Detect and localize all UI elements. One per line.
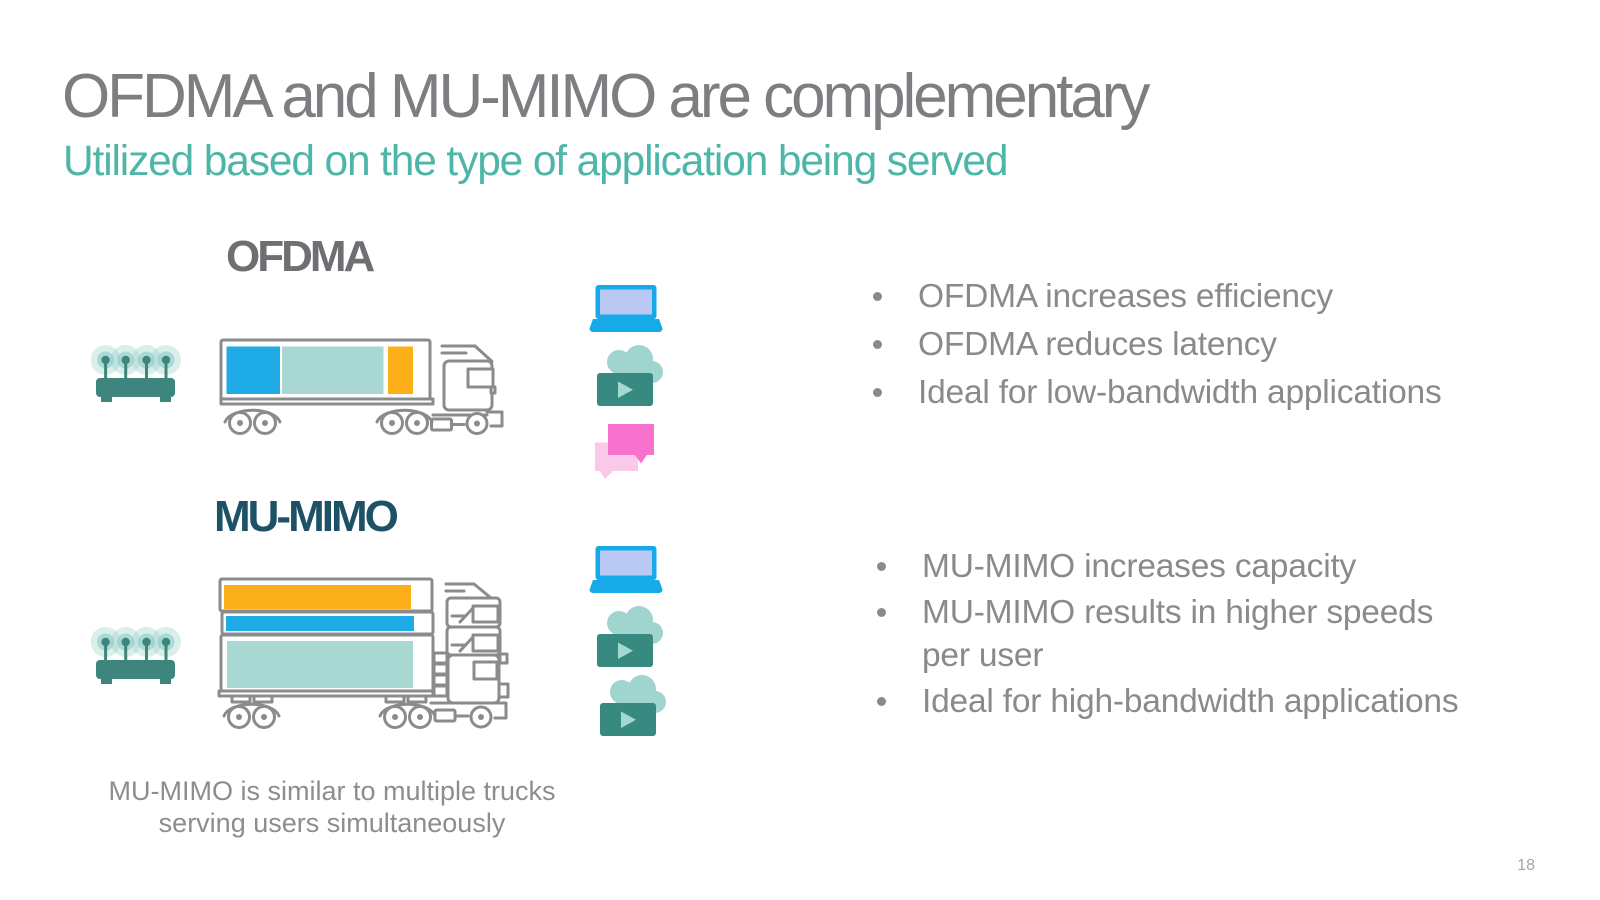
laptop-screen [600, 289, 652, 315]
fender [375, 408, 434, 424]
chat-bubble-front [608, 424, 654, 464]
cab-roof [472, 582, 493, 600]
trailer-rail [219, 397, 435, 406]
laptop-base [589, 580, 663, 593]
cab-mirror [489, 385, 497, 395]
wheels [227, 705, 493, 729]
bullet-item: MU-MIMO results in higher speeds per use… [877, 591, 1465, 677]
video-cloud-icon [600, 675, 666, 736]
cargo-bar-orange [224, 585, 411, 609]
wifi-router-icon [90, 627, 181, 684]
fender [378, 702, 437, 718]
bullet-item: Ideal for low-bandwidth applications [873, 371, 1461, 414]
cargo-block-teal [282, 346, 384, 394]
bullet-item: MU-MIMO increases capacity [877, 545, 1465, 588]
bullet-item: OFDMA increases efficiency [873, 275, 1461, 318]
cab-top [445, 596, 502, 629]
cab-middle [445, 625, 509, 665]
router-antennas [101, 637, 171, 662]
slide-subtitle: Utilized based on the type of applicatio… [63, 138, 1009, 185]
mumimo-bullet-list: MU-MIMO increases capacity MU-MIMO resul… [877, 545, 1465, 726]
truck-icon [219, 338, 504, 435]
play-icon [618, 381, 633, 398]
router-foot [160, 397, 171, 402]
speed-lines [444, 582, 476, 593]
cargo-bar-blue [226, 616, 414, 631]
chat-bubbles-icon [595, 424, 654, 479]
play-icon [621, 711, 636, 728]
stacked-trucks-icon [217, 577, 510, 729]
ofdma-bullet-list: OFDMA increases efficiency OFDMA reduces… [873, 275, 1461, 419]
cab-bumper [485, 410, 504, 428]
cab-ladder [432, 651, 449, 698]
cargo-bar-teal [227, 641, 413, 688]
bullet-text: MU-MIMO increases capacity [922, 548, 1357, 585]
laptop-icon [589, 285, 663, 332]
fender [222, 702, 281, 718]
bullet-marker [877, 608, 886, 617]
fuel-tank [433, 708, 457, 723]
bullet-marker [873, 340, 882, 349]
wheels [228, 411, 489, 435]
bullet-item: OFDMA reduces latency [873, 323, 1461, 366]
bullet-text: MU-MIMO results in higher speeds per use… [922, 594, 1434, 674]
wifi-router-icon [90, 345, 181, 402]
bullet-item: Ideal for high-bandwidth applications [877, 680, 1465, 723]
cab-bumper [490, 701, 508, 720]
play-icon [618, 642, 633, 659]
slide-title: OFDMA and MU-MIMO are complementary [62, 62, 1150, 131]
fuel-tank [430, 417, 453, 432]
page-number: 18 [1517, 857, 1535, 874]
cab-bottom [446, 653, 510, 705]
bullet-text: Ideal for high-bandwidth applications [922, 683, 1459, 720]
bullet-marker [877, 562, 886, 571]
router-foot [101, 397, 112, 402]
bullet-marker [873, 292, 882, 301]
mumimo-caption: MU-MIMO is similar to multiple trucks se… [108, 776, 556, 838]
laptop-screen [600, 550, 652, 576]
router-foot [160, 679, 171, 684]
router-antennas [101, 355, 171, 380]
router-body [96, 378, 175, 397]
speed-lines [440, 344, 477, 355]
bullet-marker [877, 697, 886, 706]
ofdma-heading: OFDMA [226, 232, 375, 281]
laptop-base [589, 319, 663, 332]
video-cloud-icon [597, 345, 663, 406]
router-body [96, 660, 175, 679]
cargo-block-blue [226, 346, 280, 394]
cargo-block-orange [388, 346, 413, 394]
fender [223, 408, 282, 424]
router-foot [101, 679, 112, 684]
laptop-icon [589, 546, 663, 593]
mumimo-heading: MU-MIMO [214, 492, 399, 541]
cab-window [466, 367, 495, 389]
cab-roof [473, 344, 494, 363]
video-cloud-icon [597, 606, 663, 667]
bullet-text: OFDMA increases efficiency [918, 278, 1333, 315]
bullet-text: Ideal for low-bandwidth applications [918, 374, 1442, 411]
bullet-marker [873, 388, 882, 397]
rail-tabs [230, 694, 428, 704]
bullet-text: OFDMA reduces latency [918, 326, 1277, 363]
